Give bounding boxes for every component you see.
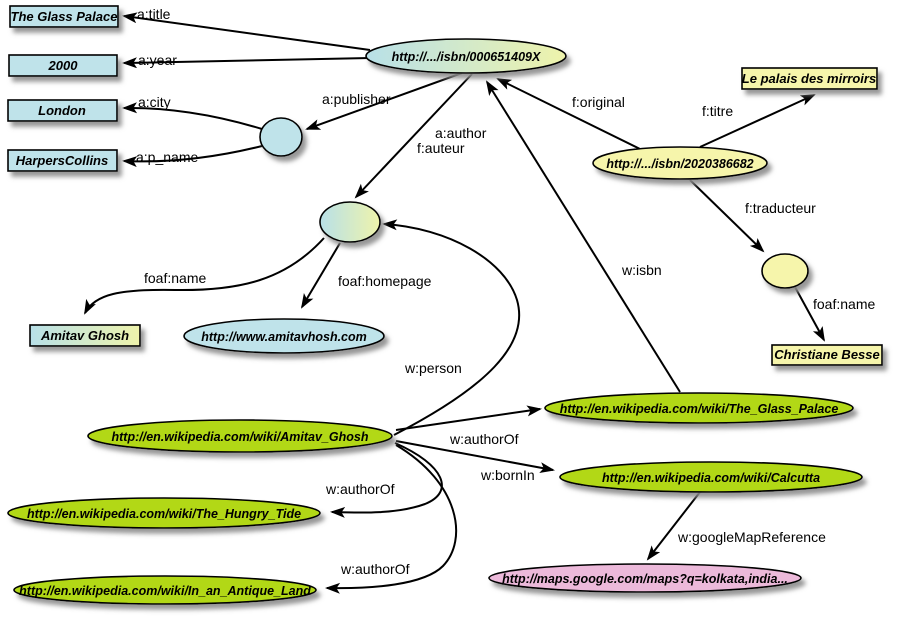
city-label: London bbox=[38, 103, 86, 118]
homepage-label: http://www.amitavhosh.com bbox=[201, 330, 367, 344]
edge-a-year bbox=[122, 57, 371, 69]
year-label: 2000 bbox=[48, 58, 79, 73]
node-publisher-name: HarpersCollins bbox=[7, 149, 118, 172]
edge-label-foaf-name-right: foaf:name bbox=[813, 296, 875, 312]
map-ellipse bbox=[488, 563, 802, 593]
edge-a-author-f-auteur bbox=[354, 73, 473, 199]
node-author-name: Amitav Ghosh bbox=[29, 324, 141, 347]
publisher-name-box bbox=[7, 149, 118, 172]
title-fr-label: Le palais des mirroirs bbox=[742, 71, 876, 86]
node-book2: http://.../isbn/2020386682 bbox=[592, 146, 768, 180]
wiki-hungry-tide-label: http://en.wikipedia.com/wiki/The_Hungry_… bbox=[27, 507, 301, 521]
wiki-author-label: http://en.wikipedia.com/wiki/Amitav_Ghos… bbox=[112, 430, 369, 444]
node-year: 2000 bbox=[8, 54, 118, 77]
node-wiki-author: http://en.wikipedia.com/wiki/Amitav_Ghos… bbox=[87, 419, 393, 453]
edge-a-p-name bbox=[122, 145, 263, 168]
edge-label-f-original: f:original bbox=[572, 94, 625, 110]
edge-layer bbox=[84, 12, 825, 594]
homepage-ellipse bbox=[183, 318, 385, 354]
wiki-calcutta-label: http://en.wikipedia.com/wiki/Calcutta bbox=[602, 471, 820, 485]
blank-node-author bbox=[319, 201, 381, 243]
edge-f-original bbox=[496, 78, 643, 151]
edge-foaf-name-left bbox=[84, 237, 325, 315]
node-wiki-hungry-tide: http://en.wikipedia.com/wiki/The_Hungry_… bbox=[7, 497, 321, 529]
year-box bbox=[8, 54, 118, 77]
edge-a-publisher bbox=[305, 72, 463, 130]
edge-f-titre bbox=[699, 94, 816, 148]
edge-label-a-author: a:author bbox=[435, 125, 487, 141]
node-book1: http://.../isbn/000651409X bbox=[365, 38, 567, 74]
wiki-antique-land-ellipse bbox=[13, 575, 317, 605]
book1-ellipse bbox=[365, 38, 567, 74]
book1-label: http://.../isbn/000651409X bbox=[392, 50, 541, 64]
wiki-hungry-tide-ellipse bbox=[7, 497, 321, 529]
edge-w-person bbox=[382, 219, 521, 436]
edge-label-w-googlemapreference: w:googleMapReference bbox=[677, 529, 826, 545]
wiki-author-ellipse bbox=[87, 419, 393, 453]
blank-node-translator bbox=[761, 253, 809, 289]
publisher-name-label: HarpersCollins bbox=[16, 153, 108, 168]
edge-label-w-authorof-antique: w:authorOf bbox=[340, 561, 410, 577]
edge-a-title bbox=[122, 12, 371, 51]
edge-w-authorof-hungry bbox=[330, 442, 443, 518]
edge-w-authorof-glass bbox=[395, 405, 542, 431]
node-translator-name: Christiane Besse bbox=[771, 344, 883, 366]
node-homepage: http://www.amitavhosh.com bbox=[183, 318, 385, 354]
city-box bbox=[7, 99, 118, 122]
edge-w-bornin bbox=[395, 440, 555, 474]
map-label: http://maps.google.com/maps?q=kolkata,in… bbox=[502, 572, 788, 586]
edge-label-a-publisher: a:publisher bbox=[322, 91, 391, 107]
node-wiki-glass-palace: http://en.wikipedia.com/wiki/The_Glass_P… bbox=[544, 392, 854, 424]
edge-label-foaf-name-left: foaf:name bbox=[144, 270, 206, 286]
edge-label-w-person: w:person bbox=[404, 360, 462, 376]
edge-foaf-name-right bbox=[794, 286, 825, 342]
author-name-box bbox=[29, 324, 141, 347]
node-city: London bbox=[7, 99, 118, 122]
wiki-calcutta-ellipse bbox=[559, 461, 863, 493]
node-glass-palace-title: The Glass Palace bbox=[9, 5, 119, 28]
translator-name-label: Christiane Besse bbox=[774, 347, 880, 362]
edge-label-foaf-homepage: foaf:homepage bbox=[338, 273, 432, 289]
edge-f-traducteur bbox=[689, 179, 765, 253]
edge-a-city bbox=[122, 102, 263, 130]
edge-label-a-city: a:city bbox=[138, 94, 171, 110]
node-title-fr: Le palais des mirroirs bbox=[741, 67, 878, 90]
edge-label-a-p-name: a:p_name bbox=[136, 149, 198, 165]
edge-label-f-auteur: f:auteur bbox=[417, 140, 465, 156]
edge-label-a-title: a:title bbox=[137, 6, 171, 22]
author-name-label: Amitav Ghosh bbox=[40, 328, 129, 343]
edge-label-f-traducteur: f:traducteur bbox=[745, 200, 816, 216]
edge-w-googlemapreference bbox=[646, 491, 701, 561]
book2-label: http://.../isbn/2020386682 bbox=[606, 157, 753, 171]
edge-label-a-year: a:year bbox=[138, 52, 177, 68]
edge-w-authorof-antique bbox=[325, 444, 458, 594]
node-wiki-antique-land: http://en.wikipedia.com/wiki/In_an_Antiq… bbox=[13, 575, 317, 605]
book2-ellipse bbox=[592, 146, 768, 180]
edge-w-isbn bbox=[485, 80, 681, 393]
glass-palace-title-label: The Glass Palace bbox=[11, 9, 118, 24]
wiki-antique-land-label: http://en.wikipedia.com/wiki/In_an_Antiq… bbox=[19, 584, 311, 598]
wiki-glass-palace-ellipse bbox=[544, 392, 854, 424]
edge-label-layer: a:title a:year a:city a:p_name a:publish… bbox=[136, 6, 875, 577]
translator-name-box bbox=[771, 344, 883, 366]
node-wiki-calcutta: http://en.wikipedia.com/wiki/Calcutta bbox=[559, 461, 863, 493]
wiki-glass-palace-label: http://en.wikipedia.com/wiki/The_Glass_P… bbox=[560, 402, 839, 416]
edge-label-w-bornin: w:bornIn bbox=[480, 467, 535, 483]
glass-palace-title-box bbox=[9, 5, 119, 28]
title-fr-box bbox=[741, 67, 878, 90]
edge-foaf-homepage bbox=[300, 242, 341, 309]
node-layer: The Glass Palace 2000 London HarpersColl… bbox=[7, 5, 883, 605]
node-map: http://maps.google.com/maps?q=kolkata,in… bbox=[488, 563, 802, 593]
edge-label-f-titre: f:titre bbox=[702, 103, 733, 119]
edge-label-w-authorof-hungry: w:authorOf bbox=[325, 481, 395, 497]
edge-label-w-isbn: w:isbn bbox=[621, 262, 662, 278]
edge-label-w-authorof-glass: w:authorOf bbox=[449, 431, 519, 447]
blank-node-publisher bbox=[259, 117, 303, 157]
